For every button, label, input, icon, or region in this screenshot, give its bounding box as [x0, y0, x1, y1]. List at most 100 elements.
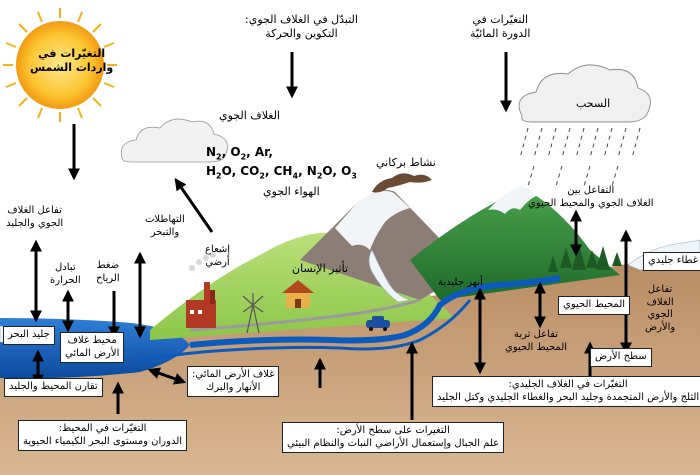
- label-hydro-ocean-line1: محيط غلاف: [67, 335, 117, 346]
- label-ocean-change-line1: التغيّرات في المحيط:: [58, 423, 147, 434]
- label-land-atmos-line4: والأرض: [645, 321, 676, 333]
- label-land-change-line1: التغيرات على سطح الأرض:: [336, 425, 450, 436]
- label-volcanic-text: نشاط بركاني: [376, 156, 436, 169]
- label-hydro-ocean-line2: الأرض المائي: [65, 347, 120, 359]
- arrow-terrestrial-radiation: [174, 178, 214, 233]
- car: [366, 316, 390, 331]
- label-cryo-change-line1: التغيّرات في الغلاف الجليدي:: [508, 379, 628, 390]
- arrow-hydro-rivers: [147, 367, 187, 385]
- gas-h-sub: 2: [216, 171, 222, 181]
- label-glacier: أنهر جليدية: [438, 277, 483, 290]
- label-land-change: التغيرات على سطح الأرض: علم الجبال وإستع…: [282, 422, 505, 453]
- label-land-change-line2: علم الجبال وإستعمال الأراضي النبات والنظ…: [287, 437, 500, 449]
- cloud-left: [120, 118, 228, 163]
- volcano-smoke: [372, 173, 432, 193]
- label-atmos-ice-line1: تفاعل الغلاف: [7, 205, 62, 216]
- label-volcanic: نشاط بركاني: [376, 156, 436, 170]
- gas-n2-text: , N: [298, 164, 317, 179]
- label-hydro-change-line2: الدورة المائيّة: [470, 26, 531, 40]
- label-heat-line2: الحرارة: [50, 274, 81, 286]
- label-hydro-change: التغيّرات في الدورة المائيّة: [470, 13, 530, 41]
- label-cryo-change: التغيّرات في الغلاف الجليدي: الثلج والأر…: [432, 376, 700, 407]
- gas-o3-text: O, O: [322, 164, 352, 179]
- gas-h-text: H: [206, 164, 217, 179]
- forest-mountain: [410, 191, 620, 300]
- label-atmos-change-line1: التبدّل في الغلاف الجوي:: [245, 13, 358, 26]
- river-bank: [139, 299, 472, 362]
- label-precip-evap-line1: التهاطلات: [145, 214, 185, 225]
- label-sea-ice: جليد البحر: [3, 326, 55, 345]
- gas-n-sub: 2: [216, 152, 222, 162]
- gas-ar-text: , Ar,: [246, 145, 273, 159]
- label-hydro-change-line1: التغيّرات في: [472, 13, 529, 26]
- label-ocean-change-line2: الدوران ومستوى البحر الكيمياء الحيوية: [23, 435, 183, 447]
- label-atmos-bio: التفاعل بين الغلاف الجوي والمحيط الحيوي: [528, 185, 653, 210]
- label-precip-evap: التهاطلات والتبخر: [145, 214, 185, 239]
- gas-o-text: , O: [221, 145, 241, 159]
- label-atmosphere: الغلاف الجوي: [219, 109, 280, 123]
- label-atmos-change-line2: التكوين والحركة: [265, 26, 338, 40]
- label-wind-stress-line1: ضغط: [96, 260, 120, 271]
- label-precip-evap-line2: والتبخر: [150, 226, 180, 238]
- label-land-atmos-line3: الجوي: [647, 309, 673, 320]
- label-heat-exchange: تبادل الحرارة: [50, 262, 81, 287]
- label-land-atmos: تفاعل الغلاف الجوي والأرض: [645, 284, 675, 334]
- label-sea-ice-text: جليد البحر: [8, 329, 50, 340]
- label-atmosphere-text: الغلاف الجوي: [219, 109, 280, 122]
- soil: [0, 250, 700, 475]
- label-hydrosphere-ocean: محيط غلاف الأرض المائي: [60, 332, 125, 363]
- river: [189, 275, 561, 348]
- label-cryo-change-line2: الثلج والأرض المتجمدة وجليد البحر والغطا…: [437, 391, 700, 403]
- label-land-atmos-line1: تفاعل: [647, 284, 673, 295]
- house: [282, 280, 314, 308]
- label-biosphere-text: المحيط الحيوي: [563, 299, 626, 310]
- label-atmos-bio-line1: التفاعل بين: [567, 185, 615, 196]
- label-atmos-ice-line2: الجوي والجليد: [6, 217, 64, 229]
- windmill: [242, 293, 264, 334]
- gas-n-text: N: [206, 145, 217, 159]
- label-clouds: السحب: [576, 97, 610, 111]
- label-land-surface: سطح الأرض: [590, 348, 652, 367]
- label-solar-line1: التغيّرات في: [38, 47, 106, 60]
- gas-o-sub: 2: [240, 152, 247, 162]
- gas-ch-sub: 4: [292, 171, 299, 181]
- gas-co-sub: 2: [259, 171, 265, 181]
- label-heat-line1: تبادل: [55, 262, 76, 273]
- label-land-atmos-line2: الغلاف: [646, 296, 674, 308]
- label-terr-rad-line2: أرضي: [205, 256, 230, 268]
- label-atmos-change: التبدّل في الغلاف الجوي: التكوين والحركة: [245, 13, 358, 41]
- label-hydro-rivers-line2: الأنهار والبرك: [206, 381, 261, 393]
- sun: [3, 8, 117, 122]
- label-human-impact-text: تأثير الإنسان: [292, 262, 348, 275]
- gas-n2-sub: 2: [316, 171, 323, 181]
- label-ice-ocean: تقارن المحيط والجليد: [4, 378, 103, 397]
- label-ice-ocean-text: تقارن المحيط والجليد: [9, 381, 98, 392]
- label-solar: التغيّرات في واردات الشمس: [30, 47, 113, 75]
- label-soil-bio: تفاعل تربة المحيط الحيوي: [505, 329, 567, 354]
- gas-o3-sub: 3: [351, 171, 357, 181]
- label-terrestrial-radiation: إشعاع أرضي: [205, 244, 230, 269]
- label-atmos-air-text: الهواء الجوي: [263, 185, 320, 198]
- label-soil-bio-line2: المحيط الحيوي: [505, 341, 568, 353]
- road: [189, 298, 421, 332]
- factory: [186, 282, 216, 328]
- gases-line1: N2, O2, Ar,: [206, 144, 357, 163]
- volcano-snow: [335, 190, 410, 250]
- label-ice-sheet-text: غطاء جليدي: [648, 255, 698, 266]
- label-wind-stress: ضغط الرياح: [96, 260, 120, 285]
- label-human-impact: تأثير الإنسان: [292, 262, 348, 276]
- label-ocean-change: التغيّرات في المحيط: الدوران ومستوى البح…: [18, 420, 188, 451]
- label-wind-stress-line2: الرياح: [96, 272, 120, 284]
- gases-line2: H2O, CO2, CH4, N2O, O3: [206, 163, 357, 182]
- label-hydro-rivers-line1: غلاف الأرض المائي:: [192, 369, 275, 380]
- cloud-right: [518, 64, 651, 123]
- gas-co-text: O, CO: [221, 164, 260, 179]
- label-atmos-bio-line2: الغلاف الجوي والمحيط الحيوي: [528, 197, 654, 209]
- gas-ch-text: , CH: [264, 164, 293, 179]
- label-biosphere: المحيط الحيوي: [558, 296, 631, 315]
- label-ice-sheet: غطاء جليدي: [643, 252, 700, 271]
- label-land-surface-text: سطح الأرض: [595, 351, 647, 362]
- arrows: [30, 52, 632, 420]
